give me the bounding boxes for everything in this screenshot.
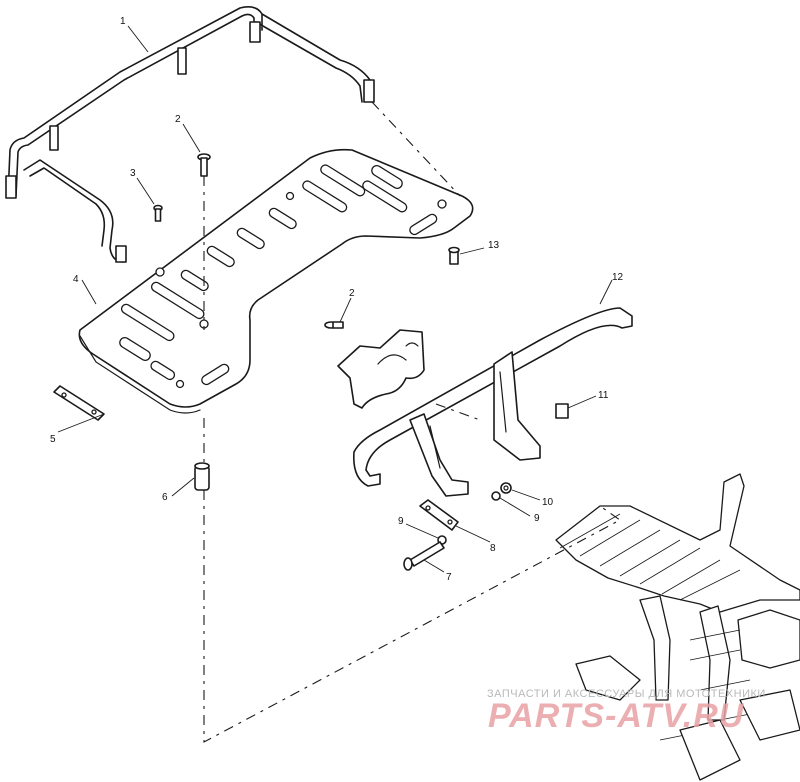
assembly-line-rail: [371, 101, 461, 197]
assembly-line-rail12: [435, 403, 481, 421]
clip-11: [555, 403, 569, 419]
bolt-13: [448, 246, 460, 265]
callout-8: 8: [490, 543, 496, 554]
screw-2: [197, 153, 211, 177]
screw-3: [153, 204, 163, 222]
support-rail: [352, 307, 633, 497]
bolt-7: [403, 541, 445, 571]
callout-5: 5: [50, 434, 56, 445]
callout-12: 12: [612, 272, 624, 283]
callout-2: 2: [175, 114, 181, 125]
plate-8: [419, 499, 459, 531]
callout-6: 6: [162, 492, 168, 503]
callout-1: 1: [120, 16, 126, 27]
watermark-logo: PARTS-ATV.RU: [488, 697, 745, 735]
callout-10: 10: [542, 497, 554, 508]
leader-lines: [57, 25, 613, 573]
bracket-shield: [337, 329, 425, 409]
washer-9a: [491, 491, 501, 501]
callout-13: 13: [488, 240, 500, 251]
atv-frame: [555, 473, 800, 781]
assembly-line-bottom: [203, 490, 622, 743]
nut-10: [500, 482, 512, 494]
cargo-rack-plate: [78, 148, 474, 414]
rack-rail: [5, 6, 375, 263]
spacer-6: [194, 462, 210, 491]
callout-9a: 9: [534, 513, 540, 524]
callout-4: 4: [73, 274, 79, 285]
callout-9b: 9: [398, 516, 404, 527]
plate-5: [53, 385, 105, 421]
callout-3: 3: [130, 168, 136, 179]
screw-2b: [324, 321, 344, 329]
callout-2b: 2: [349, 288, 355, 299]
callout-7: 7: [446, 572, 452, 583]
callout-11: 11: [598, 390, 609, 401]
watermark-tagline: ЗАПЧАСТИ И АКСЕССУАРЫ ДЛЯ МОТОТЕХНИКИ: [487, 688, 766, 700]
